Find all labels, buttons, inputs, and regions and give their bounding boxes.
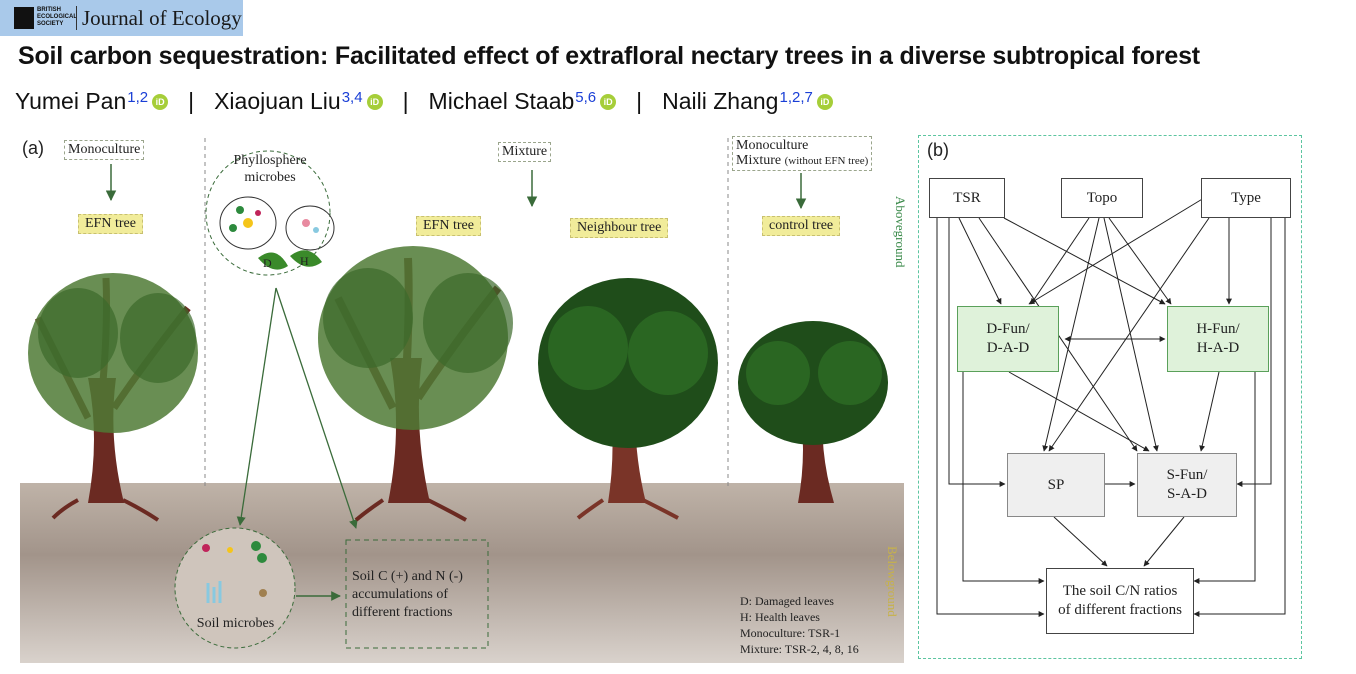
h-fun-node: H-Fun/H-A-D [1167,306,1269,372]
d-fun-node: D-Fun/D-A-D [957,306,1059,372]
panel-a-figure: (a) Monoculture EFN tree Phyllosphere mi… [18,128,908,668]
panel-a-illustration [20,138,904,663]
control-tree [738,321,888,503]
panel-a-legend: D: Damaged leaves H: Health leaves Monoc… [740,594,859,656]
panel-b-label: (b) [927,140,949,160]
damaged-leaf-label: D [263,256,272,270]
aboveground-label: Aboveground [893,196,908,268]
s-fun-node: S-Fun/S-A-D [1137,453,1237,517]
control-tree-tag: control tree [762,216,841,236]
panel-b-diagram: (b) TSR Topo Type D-Fun/D-A-D H-Fun/H-A-… [918,135,1302,659]
author-separator: | [636,88,643,114]
topo-node: Topo [1061,178,1143,218]
neighbour-tree [538,278,718,520]
society-name: BRITISH ECOLOGICAL SOCIETY [37,7,77,27]
control-group-label: Monoculture Mixture (without EFN tree) [732,136,873,171]
banner-divider [76,6,77,30]
orcid-icon[interactable]: iD [366,93,383,110]
efn-tree-mixture [318,246,513,522]
phyllosphere-label: Phyllosphere microbes [233,153,307,185]
mixture-label: Mixture [498,142,552,162]
paper-title: Soil carbon sequestration: Facilitated e… [18,42,1200,70]
orcid-icon[interactable]: iD [600,93,617,110]
soil-cn-label: Soil C (+) and N (-) accumulations of di… [352,569,463,620]
tsr-node: TSR [929,178,1005,218]
neighbour-tree-tag: Neighbour tree [570,218,669,238]
orcid-icon[interactable]: iD [816,93,833,110]
path-diagram-arrows [936,197,1286,617]
panel-a-label: (a) [22,138,44,158]
orcid-icon[interactable]: iD [152,93,169,110]
health-leaf-label: H [300,254,309,268]
soil-microbes-label: Soil microbes [196,616,275,631]
sp-node: SP [1007,453,1105,517]
efn-tree-tag: EFN tree [416,216,481,236]
type-node: Type [1201,178,1291,218]
soil-layer [20,483,904,663]
journal-banner [0,0,243,36]
author-separator: | [402,88,409,114]
society-logo-icon [14,7,34,29]
efn-tree-tag: EFN tree [78,214,143,234]
phyllosphere-bubble [205,150,331,276]
author-separator: | [188,88,195,114]
soil-cn-box [345,539,489,649]
journal-name: Journal of Ecology [82,6,242,30]
belowground-label: Belowground [885,546,900,617]
efn-tree-monoculture [28,273,198,522]
monoculture-label: Monoculture [64,140,145,160]
